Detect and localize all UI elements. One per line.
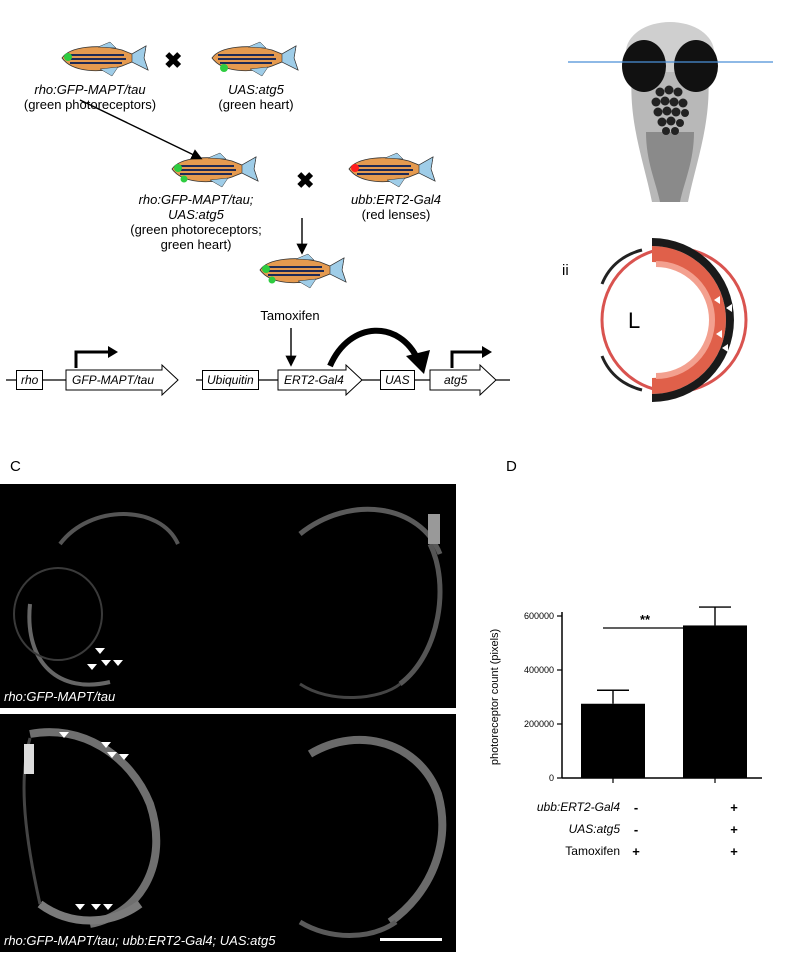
fish-double [171, 152, 259, 188]
row-ubb-label: ubb:ERT2-Gal4 [536, 800, 620, 814]
row-tam-val-1: + [632, 844, 640, 859]
cross-scheme [6, 41, 510, 397]
y-tick-label: 600000 [524, 611, 554, 621]
eye-section-image [596, 224, 756, 414]
row-ubb-val-2: + [730, 800, 738, 815]
y-axis-label: photoreceptor count (pixels) [489, 629, 501, 765]
ubiquitin-box: Ubiquitin [202, 370, 259, 390]
y-tick-label: 400000 [524, 665, 554, 675]
row-uas-val-2: + [730, 822, 738, 837]
bar-chart: 0 200000 400000 600000 photoreceptor count (… [489, 606, 762, 783]
fish-uas-atg5 [211, 41, 299, 77]
row-uas-val-1: - [633, 822, 639, 837]
fish2-genotype: UAS:atg5 [228, 82, 284, 97]
scale-bar [380, 938, 442, 941]
fish-rho-tau [61, 41, 149, 77]
fish1-phenotype: (green photoreceptors) [23, 97, 157, 112]
cross-symbol-1: ✖ [164, 48, 183, 73]
fish1-label: rho:GFP-MAPT/tau (green photoreceptors) [10, 82, 170, 112]
bar [683, 625, 747, 778]
ert2-arrow-shape [277, 363, 363, 397]
fish4-phenotype: (red lenses) [361, 207, 431, 222]
panel-b-ii-label: ii [562, 262, 569, 279]
significance-label: ** [640, 612, 651, 627]
fish3-genotype-2: UAS:atg5 [168, 207, 224, 222]
genotype-table: ubb:ERT2-Gal4 UAS:atg5 Tamoxifen - - + +… [490, 796, 790, 866]
uas-box: UAS [380, 370, 415, 390]
lens-label: L [628, 308, 641, 333]
caption-control: rho:GFP-MAPT/tau [4, 689, 116, 704]
ert2-label: ERT2-Gal4 [284, 373, 344, 387]
fish4-genotype: ubb:ERT2-Gal4 [350, 192, 442, 207]
fish3-phenotype-1: (green photoreceptors; [130, 222, 262, 237]
fish2-label: UAS:atg5 (green heart) [196, 82, 316, 112]
fish2-phenotype: (green heart) [218, 97, 294, 112]
activation-arrow [327, 327, 421, 368]
panel-d-label: D [506, 458, 517, 475]
row-ubb-val-1: - [633, 800, 639, 815]
atg5-arrow-shape [429, 363, 497, 397]
rho-box: rho [16, 370, 44, 390]
larva-dorsal-image [568, 12, 773, 212]
micrograph-atg5: rho:GFP-MAPT/tau; ubb:ERT2-Gal4; UAS:atg… [0, 714, 456, 952]
tamoxifen-label: Tamoxifen [260, 308, 320, 323]
row-uas-label: UAS:atg5 [568, 822, 620, 836]
panel-c-label: C [10, 458, 21, 475]
y-tick-label: 200000 [524, 719, 554, 729]
fish-offspring [259, 253, 347, 289]
gfp-arrow-shape [65, 363, 179, 397]
fish4-label: ubb:ERT2-Gal4 (red lenses) [336, 192, 456, 222]
caption-atg5: rho:GFP-MAPT/tau; ubb:ERT2-Gal4; UAS:atg… [4, 933, 276, 948]
y-tick-label: 0 [549, 773, 554, 783]
fish3-phenotype-2: green heart) [160, 237, 232, 252]
bar [581, 703, 645, 778]
fish-ubb-ert2 [348, 152, 436, 188]
fish3-label: rho:GFP-MAPT/tau; UAS:atg5 (green photor… [116, 192, 276, 252]
fish1-genotype: rho:GFP-MAPT/tau [34, 82, 146, 97]
arrow-cross1 [79, 99, 203, 160]
row-tamoxifen-label: Tamoxifen [565, 844, 620, 858]
row-tam-val-2: + [730, 844, 738, 859]
cross-symbol-2: ✖ [296, 168, 315, 193]
fish3-genotype-1: rho:GFP-MAPT/tau; [138, 192, 254, 207]
gfp-label: GFP-MAPT/tau [72, 373, 155, 387]
atg5-label: atg5 [444, 373, 468, 387]
micrograph-control: rho:GFP-MAPT/tau [0, 484, 456, 708]
